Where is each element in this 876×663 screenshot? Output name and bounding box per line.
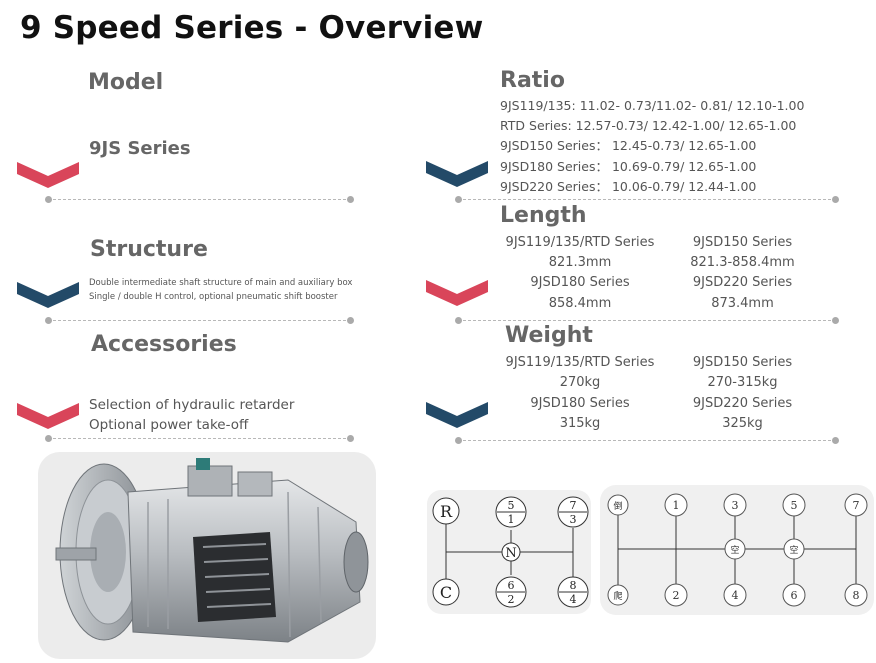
weight-cell: 9JSD220 Series xyxy=(692,396,793,411)
divider-dot xyxy=(347,317,354,324)
model-heading: Model xyxy=(88,70,164,95)
accessories-heading: Accessories xyxy=(91,332,237,357)
weight-heading: Weight xyxy=(505,323,593,348)
gear-label: 4 xyxy=(570,593,577,606)
shift-creep-label: 爬 xyxy=(613,591,622,602)
ratio-heading: Ratio xyxy=(500,68,565,93)
section-divider xyxy=(458,440,836,441)
ratio-line-4: 9JSD180 Series： 10.69-0.79/ 12.65-1.00 xyxy=(500,159,757,174)
red-chevron-icon xyxy=(17,162,79,188)
structure-line-2: Single / double H control, optional pneu… xyxy=(89,292,338,302)
section-divider xyxy=(458,199,836,200)
length-cell: 873.4mm xyxy=(711,296,774,311)
gear-label: 3 xyxy=(570,513,577,526)
accessories-line-2: Optional power take-off xyxy=(89,417,249,433)
divider-dot xyxy=(832,317,839,324)
ratio-line-2: RTD Series: 12.57-0.73/ 12.42-1.00/ 12.6… xyxy=(500,118,797,133)
shift-pattern-large: 倒 1 3 5 7 空 空 爬 2 4 6 8 xyxy=(600,485,874,615)
length-cell: 9JSD220 Series xyxy=(692,275,793,290)
section-divider xyxy=(48,438,351,439)
gear-label: 2 xyxy=(673,589,680,602)
gear-label: 5 xyxy=(791,499,798,512)
section-divider xyxy=(458,320,836,321)
length-heading: Length xyxy=(500,203,587,228)
gear-label: 6 xyxy=(508,579,515,592)
weight-cell: 315kg xyxy=(559,416,601,431)
navy-chevron-icon xyxy=(426,161,488,187)
transmission-image xyxy=(55,458,369,643)
divider-dot xyxy=(832,437,839,444)
length-cell: 821.3mm xyxy=(548,255,612,270)
red-chevron-icon xyxy=(426,280,488,306)
shift-reverse-label: 倒 xyxy=(613,500,622,512)
gear-label: 3 xyxy=(732,499,739,512)
ratio-line-1: 9JS119/135: 11.02- 0.73/11.02- 0.81/ 12.… xyxy=(500,98,805,113)
accessories-line-1: Selection of hydraulic retarder xyxy=(89,397,295,413)
shift-c-label: C xyxy=(440,583,452,602)
divider-dot xyxy=(45,317,52,324)
structure-line-1: Double intermediate shaft structure of m… xyxy=(89,278,353,288)
shift-n-label: N xyxy=(505,546,516,561)
structure-heading: Structure xyxy=(90,237,208,262)
shift-pattern-small: R C N 5 1 7 3 6 2 8 4 xyxy=(427,490,591,614)
divider-dot xyxy=(347,435,354,442)
divider-dot xyxy=(832,196,839,203)
length-cell: 821.3-858.4mm xyxy=(690,255,795,270)
page-title: 9 Speed Series - Overview xyxy=(20,10,484,46)
gear-label: 6 xyxy=(791,589,798,602)
divider-dot xyxy=(347,196,354,203)
gear-label: 8 xyxy=(853,589,860,602)
divider-dot xyxy=(455,437,462,444)
divider-dot xyxy=(455,317,462,324)
navy-chevron-icon xyxy=(17,282,79,308)
weight-cell: 270-315kg xyxy=(707,375,778,390)
ratio-line-5: 9JSD220 Series： 10.06-0.79/ 12.44-1.00 xyxy=(500,179,757,194)
weight-cell: 270kg xyxy=(559,375,601,390)
red-chevron-icon xyxy=(17,403,79,429)
gearbox-photo xyxy=(38,452,376,659)
weight-cell: 9JSD180 Series xyxy=(530,396,630,411)
gear-label: 1 xyxy=(673,499,680,512)
navy-chevron-icon xyxy=(426,402,488,428)
neutral-label: 空 xyxy=(789,544,798,556)
gear-label: 5 xyxy=(508,499,515,512)
gear-label: 7 xyxy=(570,499,577,512)
length-cell: 9JSD150 Series xyxy=(692,235,793,250)
length-cell: 858.4mm xyxy=(548,296,612,311)
model-value: 9JS Series xyxy=(89,138,191,159)
divider-dot xyxy=(455,196,462,203)
divider-dot xyxy=(45,435,52,442)
gear-label: 7 xyxy=(853,499,860,512)
gear-label: 8 xyxy=(570,579,577,592)
weight-cell: 9JS119/135/RTD Series xyxy=(505,355,655,370)
length-cell: 9JS119/135/RTD Series xyxy=(505,235,655,250)
weight-cell: 9JSD150 Series xyxy=(692,355,793,370)
section-divider xyxy=(48,320,351,321)
gear-label: 4 xyxy=(732,589,739,602)
section-divider xyxy=(48,199,351,200)
length-cell: 9JSD180 Series xyxy=(530,275,630,290)
gear-label: 1 xyxy=(508,513,515,526)
divider-dot xyxy=(45,196,52,203)
shift-r-label: R xyxy=(440,502,453,521)
neutral-label: 空 xyxy=(730,544,739,556)
weight-cell: 325kg xyxy=(722,416,763,431)
gear-label: 2 xyxy=(508,593,515,606)
ratio-line-3: 9JSD150 Series： 12.45-0.73/ 12.65-1.00 xyxy=(500,138,757,153)
